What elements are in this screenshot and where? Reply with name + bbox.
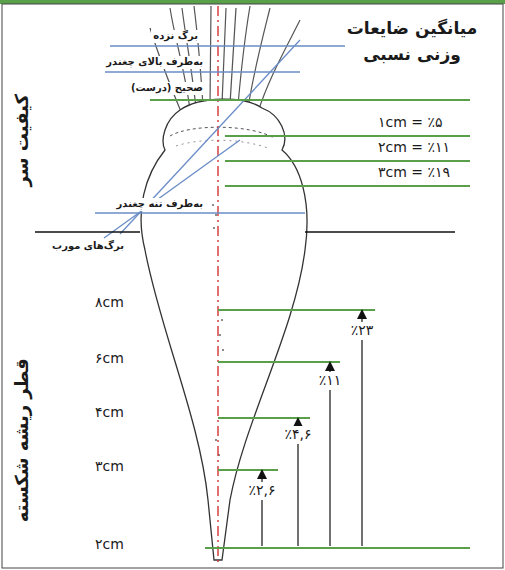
loss-value: ۲cm = ٪۱۱ bbox=[378, 139, 450, 157]
crown-texture bbox=[176, 140, 268, 148]
percent-value: ٪۴,۶ bbox=[282, 426, 313, 444]
diameter-label: ۸cm bbox=[95, 294, 124, 312]
frame bbox=[2, 4, 503, 568]
diameter-label: ۴cm bbox=[95, 404, 124, 422]
section-label: قطر ریشه شکسته bbox=[11, 358, 34, 522]
leaf-label: برگ نزده bbox=[151, 30, 200, 43]
top-band bbox=[0, 0, 505, 4]
loss-value: ۱cm = ٪۵ bbox=[378, 114, 443, 132]
center-axis bbox=[217, 6, 218, 566]
leaf-label: به‌طرف بالای چغندر bbox=[104, 56, 205, 69]
loss-lines bbox=[150, 100, 470, 548]
cut-lines bbox=[95, 40, 345, 238]
percent-value: ٪۲۳ bbox=[349, 322, 376, 340]
diameter-label: ۳cm bbox=[95, 458, 124, 476]
loss-value: ۳cm = ٪۱۹ bbox=[378, 164, 450, 182]
section-divider bbox=[35, 231, 455, 232]
diameter-label: ۶cm bbox=[95, 350, 124, 368]
leaf-label: برگ‌های مورب bbox=[50, 240, 126, 253]
leaf-label: صحیح (درست) bbox=[129, 82, 205, 95]
leaf-label: به‌طرف تنه چغندر bbox=[115, 198, 205, 211]
title-text: میانگین ضایعات وزنی نسبی bbox=[340, 16, 485, 67]
beet-outline bbox=[141, 99, 307, 560]
percent-value: ٪۲,۶ bbox=[246, 482, 277, 500]
section-label: کیفیت سر bbox=[11, 94, 34, 186]
diameter-label: ۲cm bbox=[95, 536, 124, 554]
percent-value: ٪۱۱ bbox=[317, 372, 344, 390]
loss-arrows bbox=[262, 314, 362, 546]
